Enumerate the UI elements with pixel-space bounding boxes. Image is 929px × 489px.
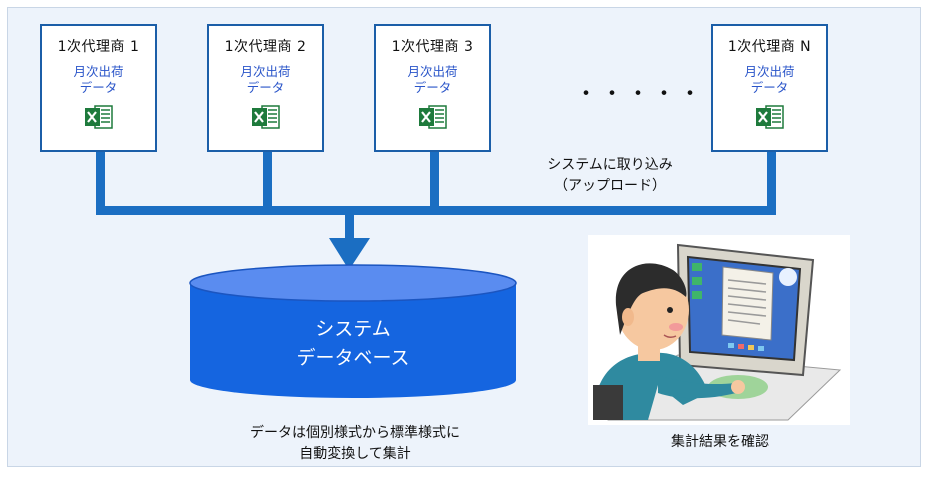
transform-caption: データは個別様式から標準様式に 自動変換して集計 [250,425,460,462]
excel-icon [755,105,784,129]
excel-icon [418,105,447,129]
agent-box-2: 1次代理商 2 月次出荷データ [207,24,324,152]
agent-data-label: 月次出荷データ [240,64,291,95]
connector-agent-2 [263,152,272,210]
ellipsis: ・・・・・ [575,82,706,107]
person-at-computer-illustration [588,235,850,425]
agent-data-label: 月次出荷データ [73,64,124,95]
agent-name: 1次代理商 1 [57,39,140,55]
agent-name: 1次代理商 3 [391,39,474,55]
down-arrow-icon [329,238,370,270]
agent-data-label: 月次出荷データ [407,64,458,95]
agent-box-n: 1次代理商 N 月次出荷データ [711,24,828,152]
upload-caption: システムに取り込み （アップロード） [547,157,673,194]
database-cylinder [189,264,517,398]
excel-icon [84,105,113,129]
connector-agent-1 [96,152,105,210]
agent-box-3: 1次代理商 3 月次出荷データ [374,24,491,152]
agent-name: 1次代理商 2 [224,39,307,55]
connector-agent-n [767,152,776,210]
agent-name: 1次代理商 N [727,39,812,55]
excel-icon [251,105,280,129]
result-caption: 集計結果を確認 [671,434,769,450]
agent-box-1: 1次代理商 1 月次出荷データ [40,24,157,152]
arrow-shaft [345,213,354,241]
connector-bus [96,206,776,215]
agent-data-label: 月次出荷データ [744,64,795,95]
connector-agent-3 [430,152,439,210]
database-label: システム データベース [296,318,410,369]
